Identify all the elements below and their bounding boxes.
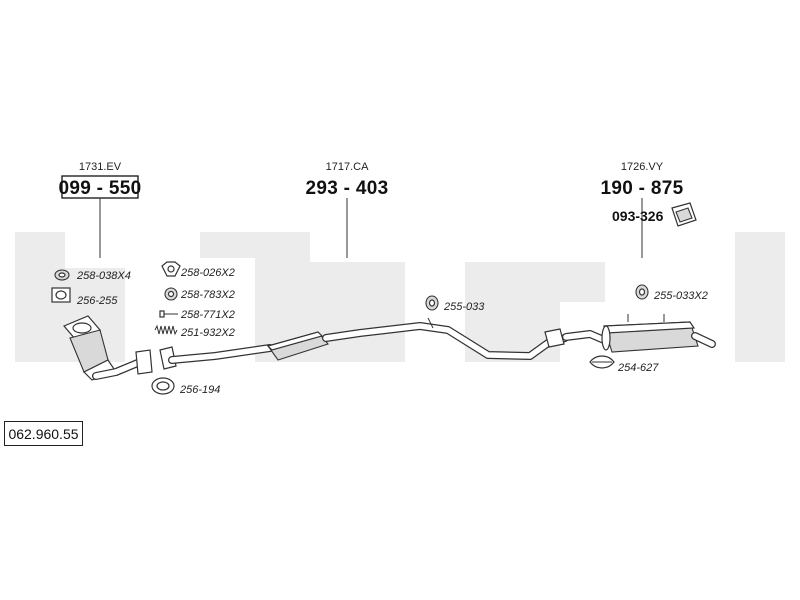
part-label: 256-194 [179,384,220,396]
spring-part: 251-932X2 [154,324,235,339]
catalytic-converter [63,315,153,381]
rear-silencer [562,314,716,353]
bolt-part: 258-771X2 [159,309,235,321]
reference-number-box: 062.960.55 [4,421,83,446]
assembly-2-header: 1717.CA 293 - 403 [306,161,389,258]
extra-part-number: 093-326 [612,208,664,224]
part-label: 256-255 [76,295,118,307]
part-label: 251-932X2 [180,327,235,339]
ring-bottom-part: 256-194 [151,377,220,396]
part-label: 255-033 [443,301,485,313]
assembly-part-number: 099 - 550 [59,178,142,199]
washer-part: 258-783X2 [164,287,235,301]
hanger-mid-part: 255-033 [425,295,485,313]
assembly-code: 1726.VY [621,161,664,173]
watermark [15,232,785,362]
part-label: 258-038X4 [76,270,131,282]
part-label: 258-771X2 [180,309,235,321]
part-label: 258-783X2 [180,289,235,301]
ring-top-part: 258-038X4 [54,269,131,282]
nut-part: 258-026X2 [161,261,235,279]
hanger-rear-part: 255-033X2 [635,284,708,302]
rear-bracket-part [671,202,697,227]
part-label: 254-627 [617,362,659,374]
part-label: 258-026X2 [180,267,235,279]
assembly-code: 1717.CA [326,161,369,173]
assembly-part-number: 190 - 875 [601,178,684,199]
assembly-3-header: 1726.VY 190 - 875 093-326 [601,161,684,258]
assembly-part-number: 293 - 403 [306,178,389,199]
clamp-part: 254-627 [589,355,659,374]
intermediate-pipe [159,317,569,370]
assembly-code: 1731.EV [79,161,122,173]
reference-number: 062.960.55 [8,426,79,442]
square-gasket-part: 256-255 [51,287,118,307]
assembly-1-header: 1731.EV 099 - 550 [59,161,142,258]
part-label: 255-033X2 [653,290,708,302]
